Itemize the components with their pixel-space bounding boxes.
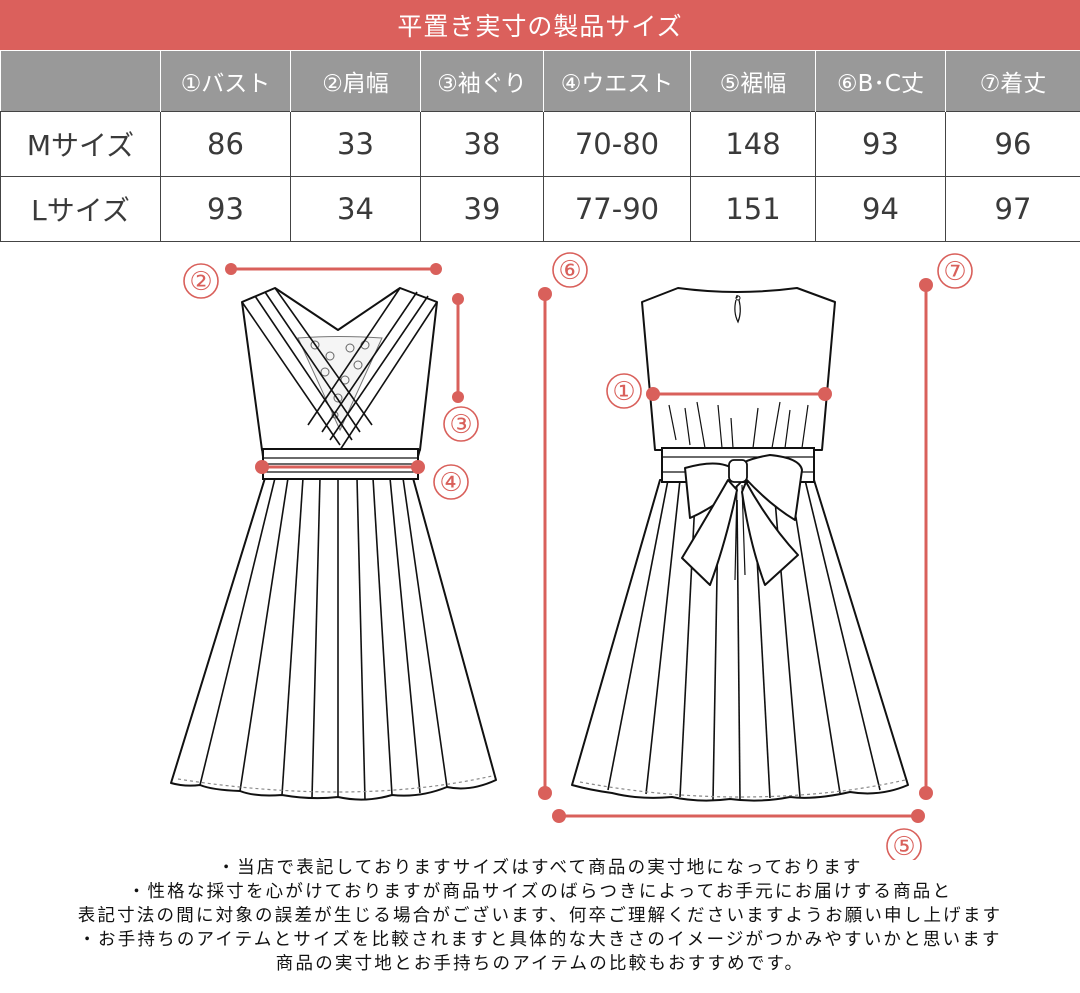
- label-hem: ⑤: [892, 832, 915, 860]
- size-notes: ・当店で表記しておりますサイズはすべて商品の実寸地になっております ・性格な採寸…: [0, 856, 1080, 976]
- measure-bust: ①: [606, 373, 832, 409]
- label-waist: ④: [439, 468, 462, 498]
- label-armhole: ③: [449, 410, 472, 440]
- back-dress-drawing: [571, 287, 909, 802]
- measure-waist: ④: [255, 460, 469, 500]
- cell-value: 39: [420, 176, 544, 242]
- cell-value: 77-90: [543, 176, 691, 242]
- header-bust: ①バスト: [160, 50, 291, 112]
- page-title: 平置き実寸の製品サイズ: [0, 0, 1080, 50]
- size-label-l: Lサイズ: [0, 176, 161, 242]
- measure-back-center-length: ⑥: [538, 252, 588, 800]
- header-waist: ④ウエスト: [543, 50, 691, 112]
- cell-value: 96: [945, 111, 1080, 177]
- cell-value: 34: [290, 176, 421, 242]
- dress-diagram: .ol { fill: #fff; stroke: #111; stroke-w…: [170, 252, 973, 860]
- measure-total-length: ⑦: [919, 253, 973, 800]
- measure-armhole: ③: [443, 293, 479, 442]
- label-bc-length: ⑥: [558, 256, 581, 286]
- cell-value: 93: [815, 111, 946, 177]
- cell-value: 93: [160, 176, 291, 242]
- header-shoulder: ②肩幅: [290, 50, 421, 112]
- cell-value: 86: [160, 111, 291, 177]
- header-total-length: ⑦着丈: [945, 50, 1080, 112]
- table-row: Lサイズ 93 34 39 77-90 151 94 97: [0, 176, 1080, 242]
- size-label-m: Mサイズ: [0, 111, 161, 177]
- label-total-length: ⑦: [943, 257, 966, 287]
- cell-value: 70-80: [543, 111, 691, 177]
- label-bust: ①: [612, 377, 635, 407]
- cell-value: 97: [945, 176, 1080, 242]
- header-bc-length: ⑥B･C丈: [815, 50, 946, 112]
- note-line: 表記寸法の間に対象の誤差が生じる場合がございます、何卒ご理解くださいますようお願…: [77, 906, 1003, 926]
- front-dress-drawing: [170, 287, 497, 801]
- label-shoulder: ②: [189, 267, 212, 297]
- cell-value: 38: [420, 111, 544, 177]
- measure-shoulder: ②: [183, 263, 442, 299]
- cell-value: 151: [690, 176, 816, 242]
- header-empty: [0, 50, 161, 112]
- note-line: ・性格な採寸を心がけておりますが商品サイズのばらつきによってお手元にお届けする商…: [127, 882, 953, 902]
- table-row: Mサイズ 86 33 38 70-80 148 93 96: [0, 111, 1080, 177]
- size-table: ①バスト ②肩幅 ③袖ぐり ④ウエスト ⑤裾幅 ⑥B･C丈 ⑦着丈 Mサイズ 8…: [0, 50, 1080, 242]
- note-line: ・当店で表記しておりますサイズはすべて商品の実寸地になっております: [217, 858, 863, 878]
- note-line: 商品の実寸地とお手持ちのアイテムの比較もおすすめです。: [275, 954, 805, 974]
- table-header-row: ①バスト ②肩幅 ③袖ぐり ④ウエスト ⑤裾幅 ⑥B･C丈 ⑦着丈: [0, 50, 1080, 112]
- note-line: ・お手持ちのアイテムとサイズを比較されますと具体的な大きさのイメージがつかみやす…: [78, 930, 1002, 950]
- cell-value: 33: [290, 111, 421, 177]
- header-hem: ⑤裾幅: [690, 50, 816, 112]
- cell-value: 94: [815, 176, 946, 242]
- header-armhole: ③袖ぐり: [420, 50, 544, 112]
- measure-hem: ⑤: [552, 809, 925, 860]
- cell-value: 148: [690, 111, 816, 177]
